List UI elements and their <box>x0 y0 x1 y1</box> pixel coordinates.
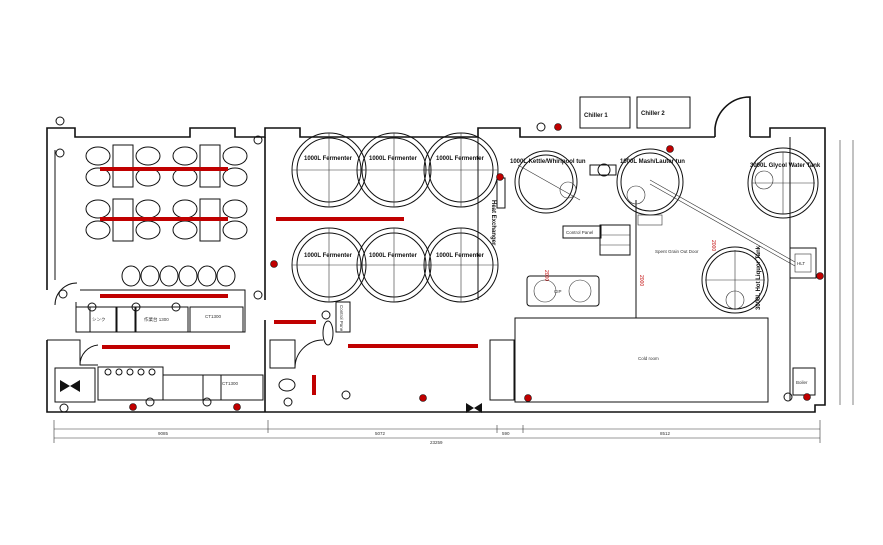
svg-text:1000L Fermenter: 1000L Fermenter <box>304 253 353 259</box>
svg-text:1000L Fermenter: 1000L Fermenter <box>304 156 353 162</box>
svg-text:5072: 5072 <box>375 431 386 436</box>
fermenter-group: 1000L Fermenter 1000L Fermenter 1000L Fe… <box>291 132 499 303</box>
red-dimension: 2000 <box>638 275 644 286</box>
svg-text:CIP: CIP <box>554 289 562 294</box>
cold-room <box>514 317 769 403</box>
spent-grain-door-label: Spent Grain Out Door <box>655 249 699 254</box>
svg-text:HLT: HLT <box>797 261 805 266</box>
outer-walls <box>46 96 826 413</box>
mash-tank: 1000L Mash/Lauter tun <box>589 148 685 226</box>
fermenter: 1000L Fermenter <box>291 227 367 303</box>
svg-text:1000L Fermenter: 1000L Fermenter <box>369 253 418 259</box>
chiller-1 <box>579 96 631 129</box>
fermenter: 1000L Fermenter <box>291 132 367 208</box>
svg-text:Control Panel: Control Panel <box>339 305 344 332</box>
kettle-tank: 1000L Kettle/Whirlpool tun <box>510 150 586 214</box>
chiller-2 <box>636 96 691 129</box>
fermenter: 1000L Fermenter <box>356 227 432 303</box>
svg-text:CT1300: CT1300 <box>205 314 222 319</box>
storage-unit <box>489 339 515 401</box>
svg-text:8512: 8512 <box>660 431 671 436</box>
bar-counter: シンク 作業台 1300 CT1300 <box>54 282 246 333</box>
valve-icon <box>466 403 482 413</box>
cold-room-label: Cold room <box>638 356 659 361</box>
boiler-label: Boiler <box>796 380 808 385</box>
svg-text:Control Panel: Control Panel <box>566 230 593 235</box>
fixture-markers <box>55 116 793 413</box>
red-dimension: 2000 <box>543 270 549 281</box>
svg-text:590: 590 <box>502 431 510 436</box>
chiller-2-label: Chiller 2 <box>641 111 665 117</box>
glycol-tank: 3000L Glycol Water Tank <box>747 147 821 219</box>
cip-unit: CIP <box>526 275 600 307</box>
seating-area <box>85 144 248 287</box>
svg-text:1000L Mash/Lauter tun: 1000L Mash/Lauter tun <box>620 159 685 165</box>
svg-text:Heat Exchanger: Heat Exchanger <box>490 200 496 246</box>
control-panel <box>335 301 351 333</box>
svg-text:3000L Hot Liquor Tank: 3000L Hot Liquor Tank <box>756 245 762 310</box>
pipe <box>649 183 796 267</box>
fermenter: 1000L Fermenter <box>423 132 499 208</box>
dimension-lines: 9085 5072 590 8512 23259 <box>53 140 854 445</box>
control-panel-brewhouse: Control Panel <box>562 224 631 256</box>
keg <box>322 320 334 346</box>
svg-text:23259: 23259 <box>430 440 443 445</box>
svg-text:1000L Kettle/Whirlpool tun: 1000L Kettle/Whirlpool tun <box>510 159 586 165</box>
red-sensors <box>129 123 824 411</box>
svg-text:1000L Fermenter: 1000L Fermenter <box>369 156 418 162</box>
hot-liquor-tank: 3000L Hot Liquor Tank <box>701 245 769 314</box>
fermenter: 1000L Fermenter <box>423 227 499 303</box>
kitchen: CT1300 <box>47 339 324 403</box>
svg-text:CT1300: CT1300 <box>222 381 239 386</box>
svg-text:1000L Fermenter: 1000L Fermenter <box>436 156 485 162</box>
svg-text:9085: 9085 <box>158 431 169 436</box>
svg-text:3000L Glycol Water Tank: 3000L Glycol Water Tank <box>750 163 821 169</box>
svg-text:作業台 1300: 作業台 1300 <box>144 316 169 323</box>
svg-text:1000L Fermenter: 1000L Fermenter <box>436 253 485 259</box>
chiller-1-label: Chiller 1 <box>584 113 608 119</box>
fermenter: 1000L Fermenter <box>356 132 432 208</box>
red-markers <box>100 167 478 395</box>
heat-exchanger-unit: HLT <box>789 247 817 279</box>
pipe <box>649 179 796 263</box>
red-dimension: 2000 <box>710 240 716 251</box>
svg-text:シンク: シンク <box>92 317 106 323</box>
heat-exchanger: Heat Exchanger <box>490 177 506 246</box>
